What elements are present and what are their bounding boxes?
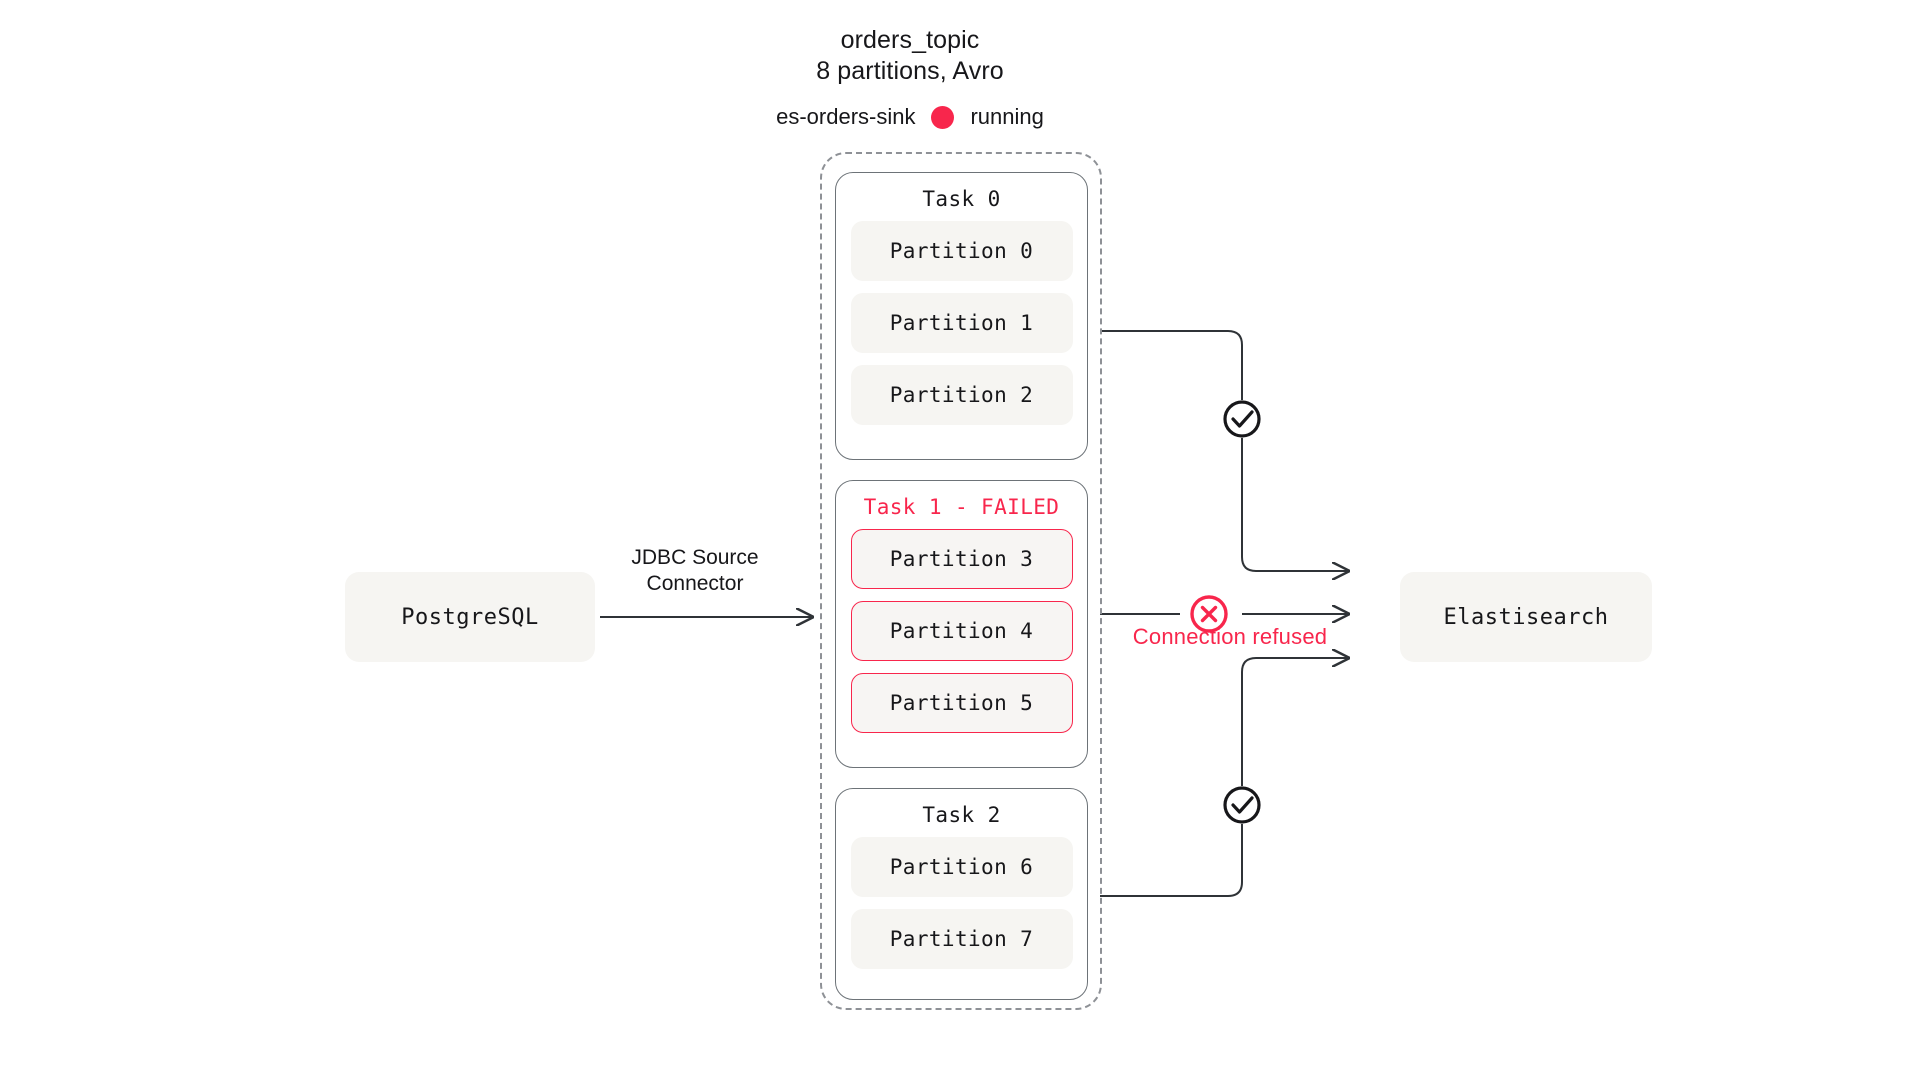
partition-box[interactable]: Partition 1 [850,293,1073,353]
topic-details: 8 partitions, Avro [816,57,1004,85]
topic-name: orders_topic [840,26,980,54]
task-title: Task 0 [922,187,1001,211]
partition-box[interactable]: Partition 2 [850,365,1073,425]
connector-status-row: es-orders-sink running [660,104,1160,130]
status-dot-icon [931,105,955,129]
wire-task0-upper [1100,330,1243,400]
partition-box-failed[interactable]: Partition 4 [850,601,1073,661]
connector-name: es-orders-sink [776,104,916,129]
task-box-1[interactable]: Task 1 - FAILED Partition 3 Partition 4 … [835,480,1088,768]
connector-group-boundary [820,152,1102,1010]
task-title-failed: Task 1 - FAILED [863,495,1060,519]
task-title: Task 2 [922,803,1001,827]
wire-task2-lower [1100,824,1243,897]
connector-status-text: running [970,104,1044,129]
task-box-0[interactable]: Task 0 Partition 0 Partition 1 Partition… [835,172,1088,460]
check-circle-icon [1223,400,1261,438]
task-box-2[interactable]: Task 2 Partition 6 Partition 7 [835,788,1088,1000]
partition-box[interactable]: Partition 7 [850,909,1073,969]
node-elasticsearch[interactable]: Elastisearch [1400,572,1652,662]
check-circle-icon [1223,786,1261,824]
node-postgresql[interactable]: PostgreSQL [345,572,595,662]
partition-box[interactable]: Partition 0 [850,221,1073,281]
wire-task0-to-sink [1241,438,1348,571]
wire-task2-to-sink [1241,658,1348,786]
error-label: Connection refused [1132,624,1328,649]
partition-box-failed[interactable]: Partition 5 [850,673,1073,733]
partition-box-failed[interactable]: Partition 3 [850,529,1073,589]
partition-box[interactable]: Partition 6 [850,837,1073,897]
